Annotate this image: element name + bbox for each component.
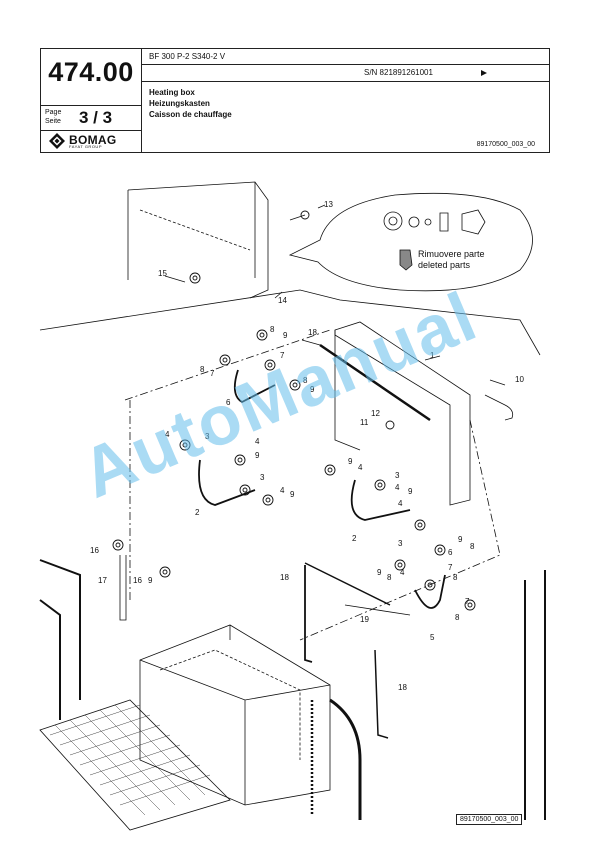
page-label-de: Seite: [45, 118, 61, 125]
page-value: 3 / 3: [79, 108, 113, 127]
model-row: BF 300 P-2 S340-2 V: [141, 49, 549, 65]
brand-name: BOMAG: [69, 133, 117, 147]
title-block: Heating box Heizungskasten Caisson de ch…: [149, 87, 232, 120]
label-9a: 9: [283, 331, 288, 340]
label-8d: 8: [470, 542, 475, 551]
label-14: 14: [278, 296, 287, 305]
label-17: 17: [98, 576, 107, 585]
label-7a: 7: [280, 351, 285, 360]
label-6b: 6: [448, 548, 453, 557]
label-13: 13: [324, 200, 333, 209]
label-8b: 8: [200, 365, 205, 374]
label-3d: 3: [398, 539, 403, 548]
exploded-parts-drawing: 13 15 14 18 1 10 8 9 7 8 7 8 9 6 12 11 4…: [39, 181, 546, 831]
label-1: 1: [430, 351, 435, 360]
label-9g: 9: [458, 535, 463, 544]
label-16b: 16: [133, 576, 142, 585]
label-9f: 9: [408, 487, 413, 496]
bomag-diamond-icon: [49, 133, 65, 149]
label-18a: 18: [308, 328, 317, 337]
label-11: 11: [360, 418, 369, 427]
title-en: Heating box: [149, 88, 195, 97]
arrow-right-icon: [481, 70, 487, 76]
label-8c: 8: [303, 376, 308, 385]
label-6: 6: [226, 398, 231, 407]
label-8a: 8: [270, 325, 275, 334]
label-2b: 2: [352, 534, 357, 543]
label-8f: 8: [453, 573, 458, 582]
serial-row: S/N 821891261001: [141, 65, 549, 82]
page-number: 474.00: [48, 57, 134, 87]
doc-id: 89170500_003_00: [476, 141, 535, 148]
label-9i: 9: [148, 576, 153, 585]
label-3c: 3: [395, 471, 400, 480]
label-7d: 7: [465, 597, 470, 606]
page-label-en: Page: [45, 109, 62, 116]
label-9c: 9: [255, 451, 260, 460]
label-10: 10: [515, 375, 524, 384]
page-counter: Page Seite 3 / 3: [41, 105, 141, 131]
label-12: 12: [371, 409, 380, 418]
label-4a: 4: [165, 430, 170, 439]
label-3a: 3: [205, 432, 210, 441]
label-4d: 4: [358, 463, 363, 472]
callout-text: Rimuovere parte deleted parts: [418, 249, 485, 270]
callout-remove-parts: Rimuovere parte: [418, 249, 485, 259]
label-7b: 7: [210, 369, 215, 378]
label-18c: 18: [398, 683, 407, 692]
label-16a: 16: [90, 546, 99, 555]
label-9d: 9: [290, 490, 295, 499]
label-8e: 8: [387, 573, 392, 582]
footer-doc-id: 89170500_003_00: [456, 814, 523, 825]
title-fr: Caisson de chauffage: [149, 110, 232, 119]
label-4b: 4: [255, 437, 260, 446]
label-9h: 9: [377, 568, 382, 577]
serial-number: S/N 821891261001: [364, 68, 433, 77]
label-4c: 4: [280, 486, 285, 495]
header-left-column: 474.00 Page Seite 3 / 3 BOMAG FAYAT GROU…: [41, 49, 142, 152]
title-de: Heizungskasten: [149, 99, 210, 108]
callout-deleted-parts: deleted parts: [418, 260, 471, 270]
label-19: 19: [360, 615, 369, 624]
part-labels: 13 15 14 18 1 10 8 9 7 8 7 8 9 6 12 11 4…: [90, 200, 524, 692]
bomag-logo: BOMAG FAYAT GROUP: [49, 133, 139, 149]
label-2a: 2: [195, 508, 200, 517]
label-18b: 18: [280, 573, 289, 582]
brand-subtitle: FAYAT GROUP: [69, 144, 102, 149]
label-4f: 4: [398, 499, 403, 508]
label-9b: 9: [310, 385, 315, 394]
header-block: 474.00 Page Seite 3 / 3 BOMAG FAYAT GROU…: [40, 48, 550, 153]
label-5: 5: [430, 633, 435, 642]
label-4g: 4: [400, 568, 405, 577]
label-9e: 9: [348, 457, 353, 466]
label-15: 15: [158, 269, 167, 278]
label-8g: 8: [455, 613, 460, 622]
label-4e: 4: [395, 483, 400, 492]
page-label: Page Seite: [45, 108, 61, 126]
label-3b: 3: [260, 473, 265, 482]
label-7c: 7: [448, 563, 453, 572]
